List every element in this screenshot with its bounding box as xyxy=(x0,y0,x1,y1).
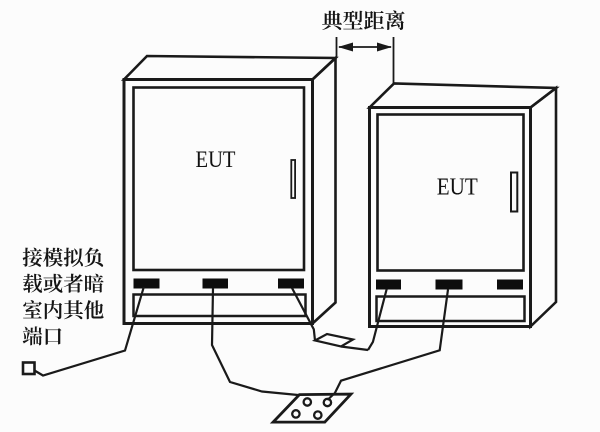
svg-text:EUT: EUT xyxy=(196,147,236,173)
svg-text:EUT: EUT xyxy=(437,174,478,201)
